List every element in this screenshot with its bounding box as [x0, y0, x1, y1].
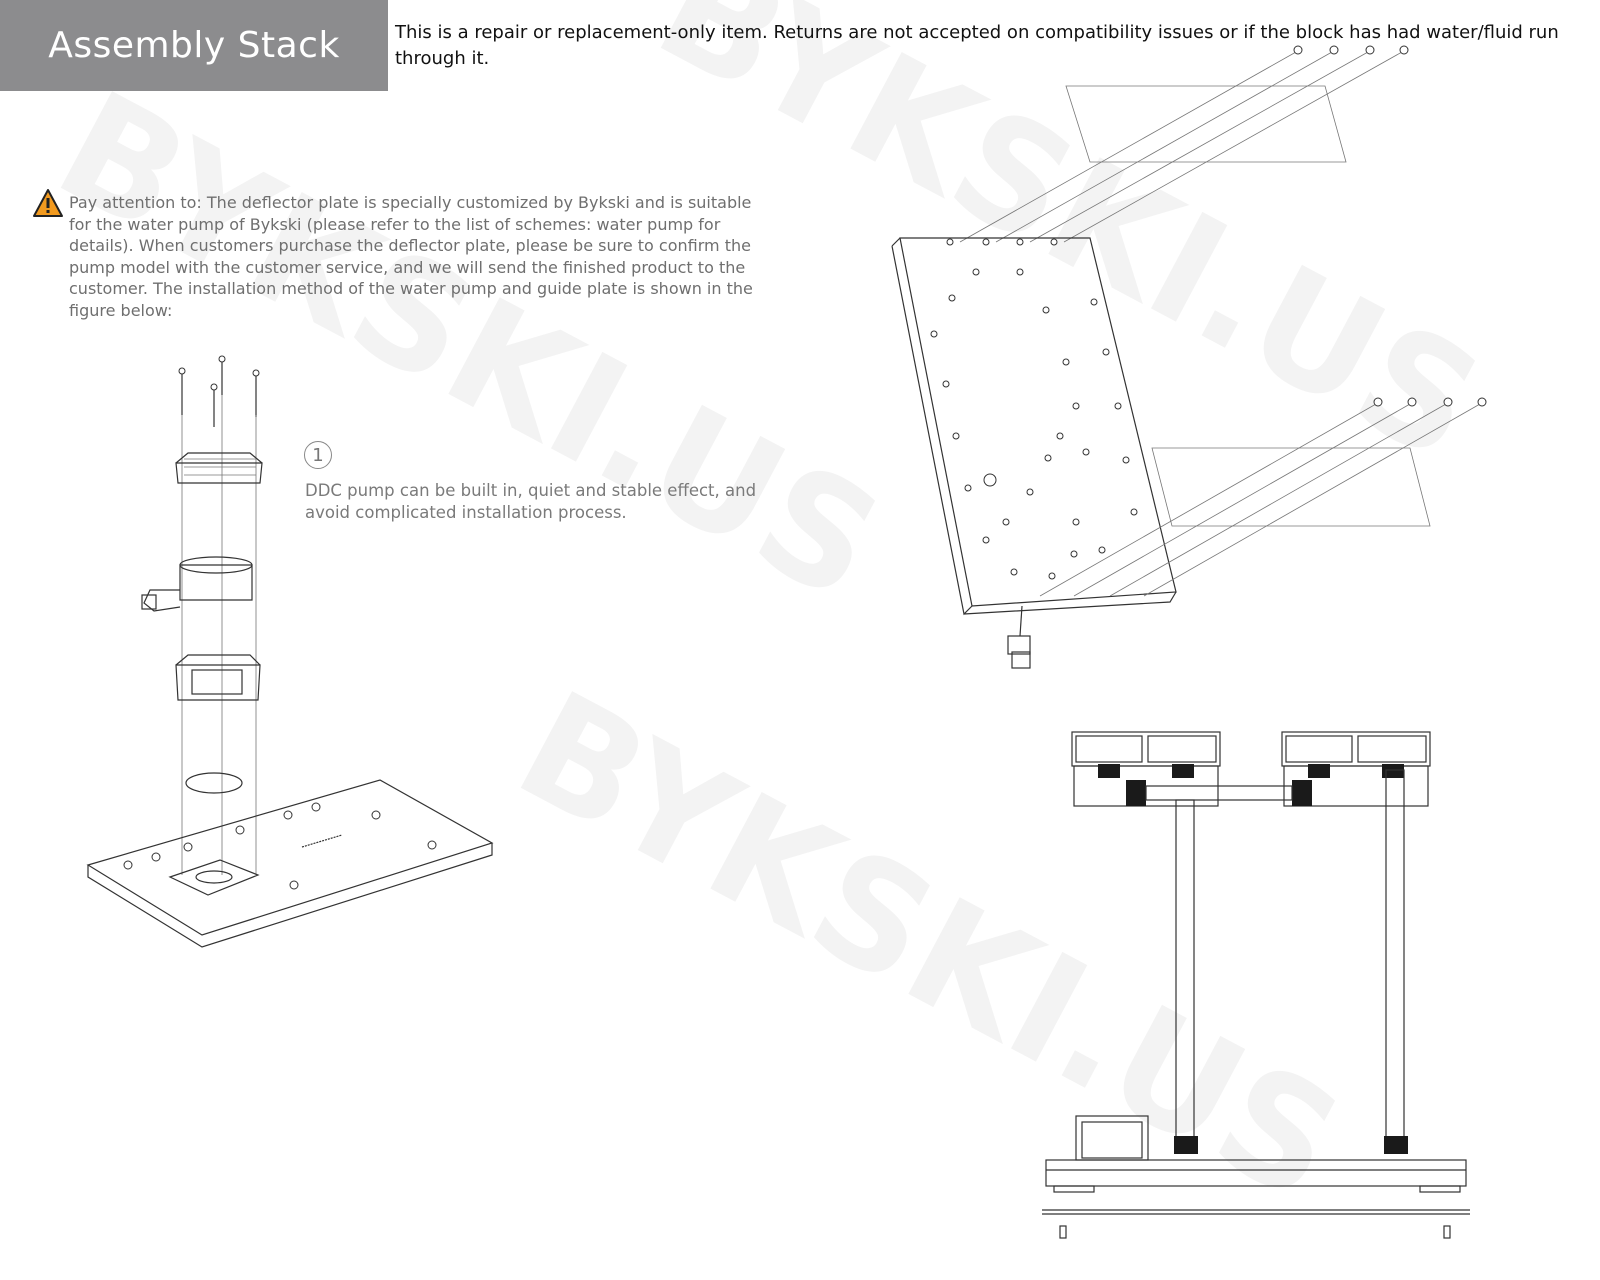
page-title: Assembly Stack: [0, 0, 388, 91]
plate-exploded-drawing: [891, 45, 1487, 669]
screws: [178, 355, 260, 427]
horizontal-tube: [1145, 785, 1293, 801]
bottom-glass-panel: [1151, 447, 1431, 527]
pump-stack-exploded-drawing: [86, 355, 494, 948]
base-plate-side: [1042, 1159, 1470, 1239]
left-pump-assembly: [1071, 731, 1221, 807]
warning-icon: [33, 189, 63, 217]
pump-housing: [175, 654, 261, 701]
o-ring: [185, 772, 243, 794]
pump-connector: [1007, 605, 1031, 669]
left-vertical-tube: [1175, 799, 1195, 1141]
step-description: DDC pump can be built in, quiet and stab…: [305, 481, 757, 522]
main-block-plate: [891, 237, 1177, 616]
right-vertical-tube: [1385, 769, 1405, 1141]
step-number: 1: [304, 441, 332, 469]
bottom-screw-lines: [1039, 397, 1487, 597]
deflector-base-plate: [86, 779, 494, 948]
attention-note: Pay attention to: The deflector plate is…: [69, 193, 753, 320]
top-glass-panel: [1065, 85, 1347, 163]
right-pump-assembly: [1281, 731, 1431, 807]
side-view-drawing: [1042, 731, 1470, 1239]
pump-top-cover: [175, 452, 263, 484]
ddc-pump-motor: [141, 556, 253, 612]
return-policy-notice: This is a repair or replacement-only ite…: [395, 22, 1559, 69]
top-screw-lines: [959, 45, 1409, 243]
bottom-pump-housing: [1075, 1115, 1149, 1161]
